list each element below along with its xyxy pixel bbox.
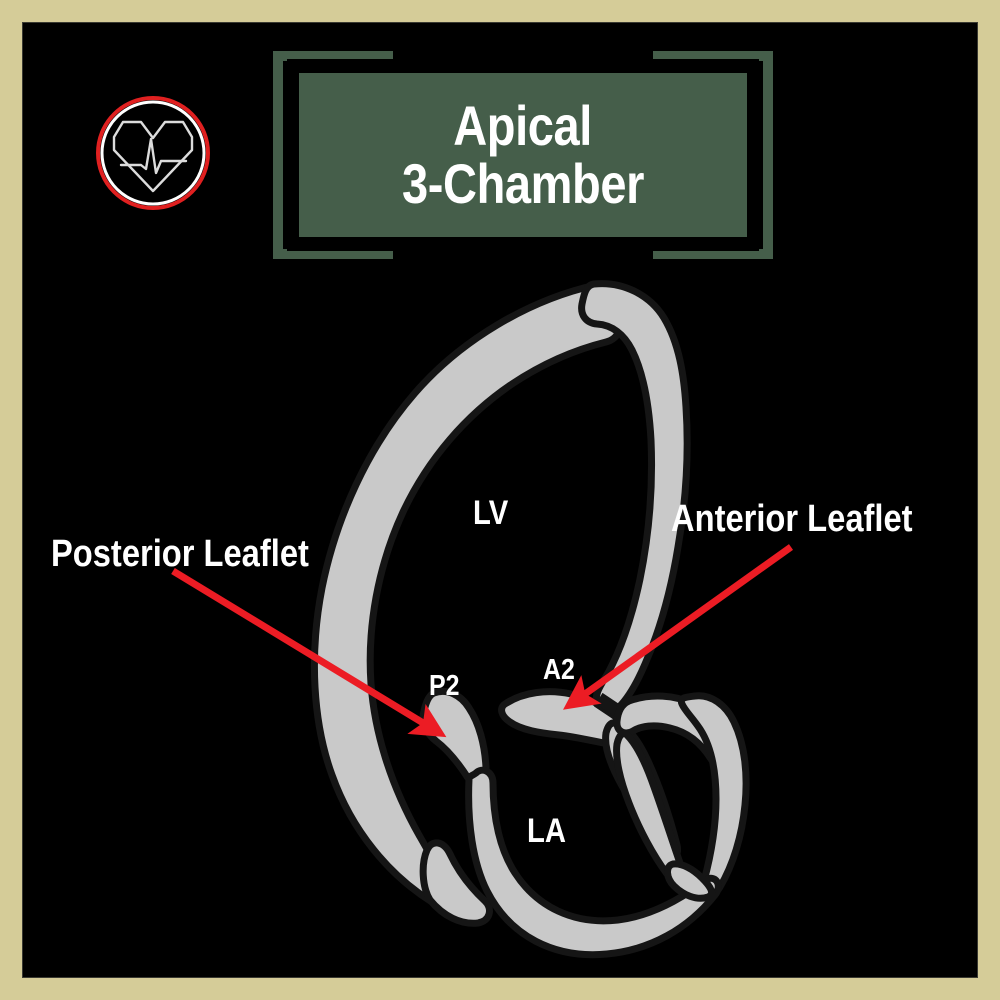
heart-ecg-logo: [96, 96, 210, 210]
posterior-leaflet-arrow: [171, 568, 447, 738]
myocardium-group: [310, 280, 750, 959]
bracket-bottom-left: [273, 249, 393, 259]
lv-lateral-lower-wall: [419, 839, 493, 927]
p2-scallop-label: P2: [429, 670, 460, 702]
title-corner-brackets: [273, 51, 773, 259]
anterior-leaflet-label: Anterior Leaflet: [671, 498, 913, 540]
anterior-leaflet-arrow: [563, 544, 794, 710]
logo-ecg-line-icon: [119, 137, 188, 175]
title-line-1: Apical: [453, 93, 593, 157]
right-chamber-lower-lobe: [664, 860, 716, 902]
image-canvas: Posterior Leaflet Anterior Leaflet LV LA…: [22, 22, 978, 978]
title-panel: Apical 3-Chamber: [299, 73, 747, 237]
a2-scallop-label: A2: [543, 654, 575, 686]
lv-chamber-label: LV: [473, 494, 509, 532]
posterior-leaflet-label: Posterior Leaflet: [51, 533, 309, 575]
title-line-2: 3-Chamber: [402, 152, 644, 215]
logo-heart-outline-icon: [112, 120, 194, 193]
heart-anatomy-diagram: [171, 280, 794, 959]
la-chamber-label: LA: [527, 812, 566, 850]
title-frame: Apical 3-Chamber: [273, 51, 773, 259]
